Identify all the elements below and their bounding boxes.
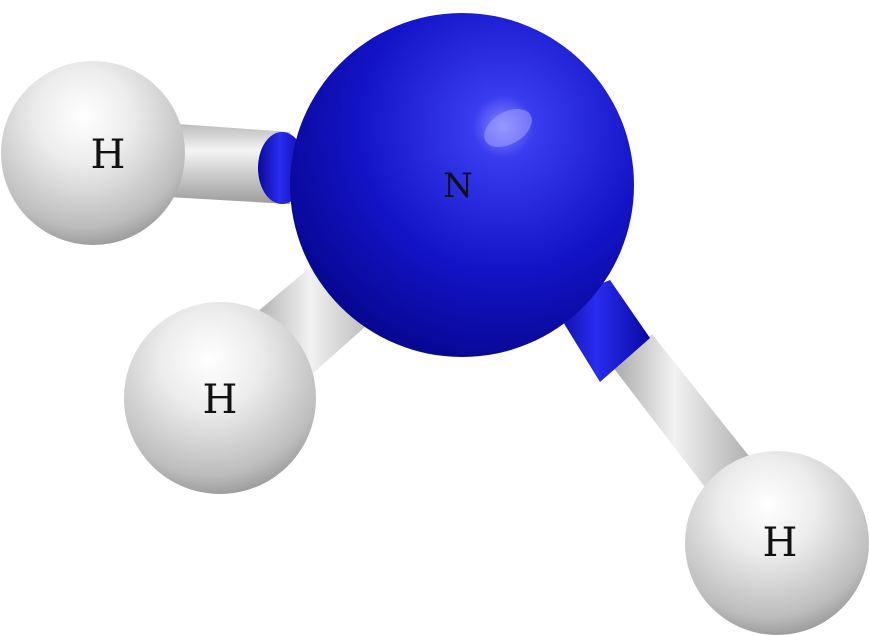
atom-label-h2: H — [203, 377, 238, 423]
hydrogen-atom-2: H — [124, 302, 316, 494]
atom-label-h1: H — [91, 132, 126, 178]
hydrogen-atom-3: H — [685, 451, 869, 635]
atom-label-h3: H — [763, 520, 798, 566]
hydrogen-atom-1: H — [1, 61, 185, 245]
nitrogen-atom: N — [290, 13, 634, 357]
atom-label-n: N — [443, 166, 473, 206]
